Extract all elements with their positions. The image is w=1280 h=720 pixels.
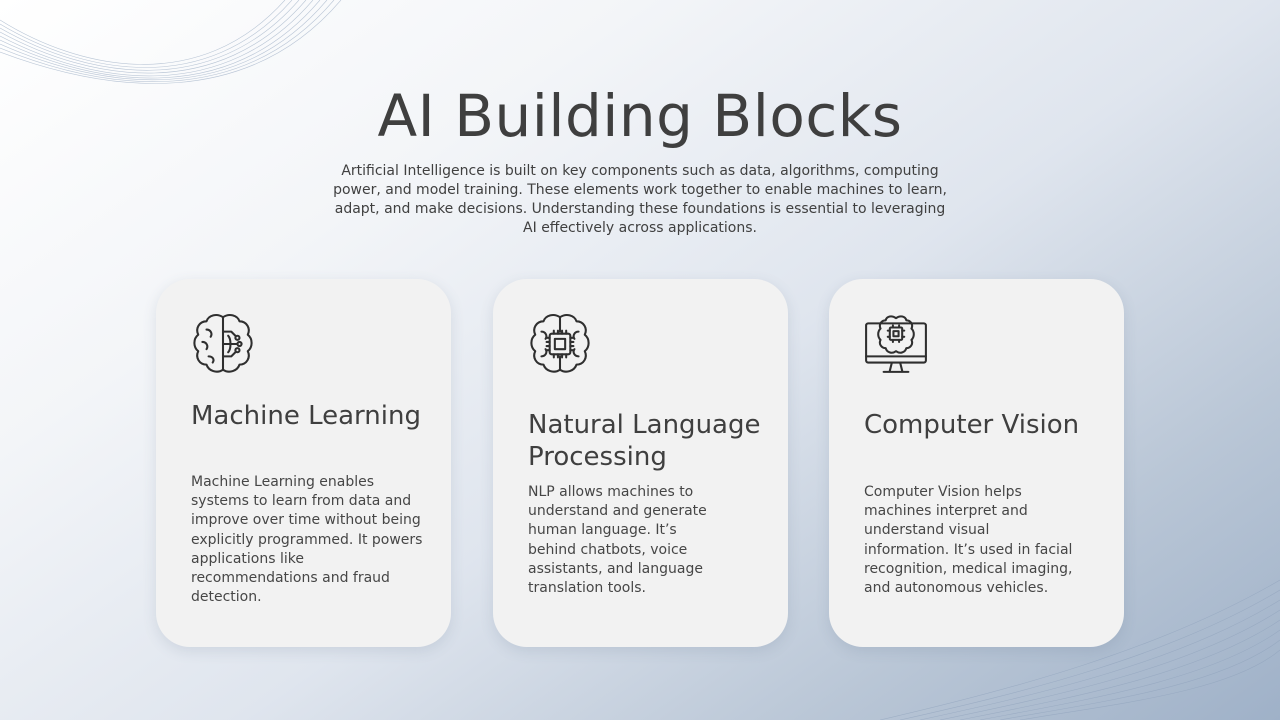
- card-title: Computer Vision: [864, 410, 1080, 440]
- card-natural-language-processing: Natural Language Processing NLP allows m…: [493, 279, 788, 647]
- monitor-brain-icon: [863, 311, 929, 377]
- slide-title: AI Building Blocks: [377, 82, 903, 150]
- card-machine-learning: Machine Learning Machine Learning enable…: [156, 279, 451, 647]
- card-description: Machine Learning enables systems to lear…: [191, 474, 423, 606]
- card-title: Machine Learning: [191, 401, 421, 431]
- brain-chip-icon: [527, 311, 593, 377]
- slide-subtitle: Artificial Intelligence is built on key …: [333, 163, 947, 236]
- brain-circuit-icon: [190, 311, 256, 377]
- card-description: NLP allows machines to understand and ge…: [528, 484, 707, 597]
- card-title: Natural Language Processing: [528, 410, 761, 472]
- card-description: Computer Vision helps machines interpret…: [864, 484, 1073, 597]
- card-computer-vision: Computer Vision Computer Vision helps ma…: [829, 279, 1124, 647]
